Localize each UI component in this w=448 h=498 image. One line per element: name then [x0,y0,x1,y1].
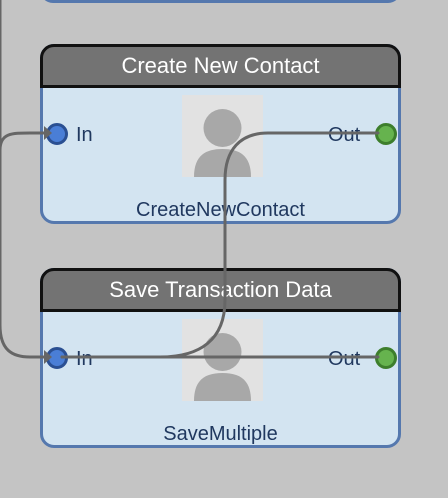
in-port-label: In [76,348,93,370]
out-port[interactable] [375,347,397,369]
node-title[interactable]: Create New Contact [40,44,401,88]
out-port-label: Out [328,348,361,370]
node-name: SaveMultiple [163,423,278,445]
person-avatar-icon [182,95,263,177]
node-name: CreateNewContact [136,199,305,221]
out-port-label: Out [328,124,361,146]
person-avatar-icon [182,319,263,401]
node-partial-top[interactable] [40,0,401,3]
in-port[interactable] [46,123,68,145]
out-port[interactable] [375,123,397,145]
node-title[interactable]: Save Transaction Data [40,268,401,312]
node-create-new-contact[interactable]: Create New Contact CreateNewContact In O… [40,44,401,224]
wire-into-create-contact [0,0,46,151]
in-port-label: In [76,124,93,146]
in-port[interactable] [46,347,68,369]
wire-left-into-save [0,148,46,359]
node-save-transaction-data[interactable]: Save Transaction Data SaveMultiple In Ou… [40,268,401,448]
